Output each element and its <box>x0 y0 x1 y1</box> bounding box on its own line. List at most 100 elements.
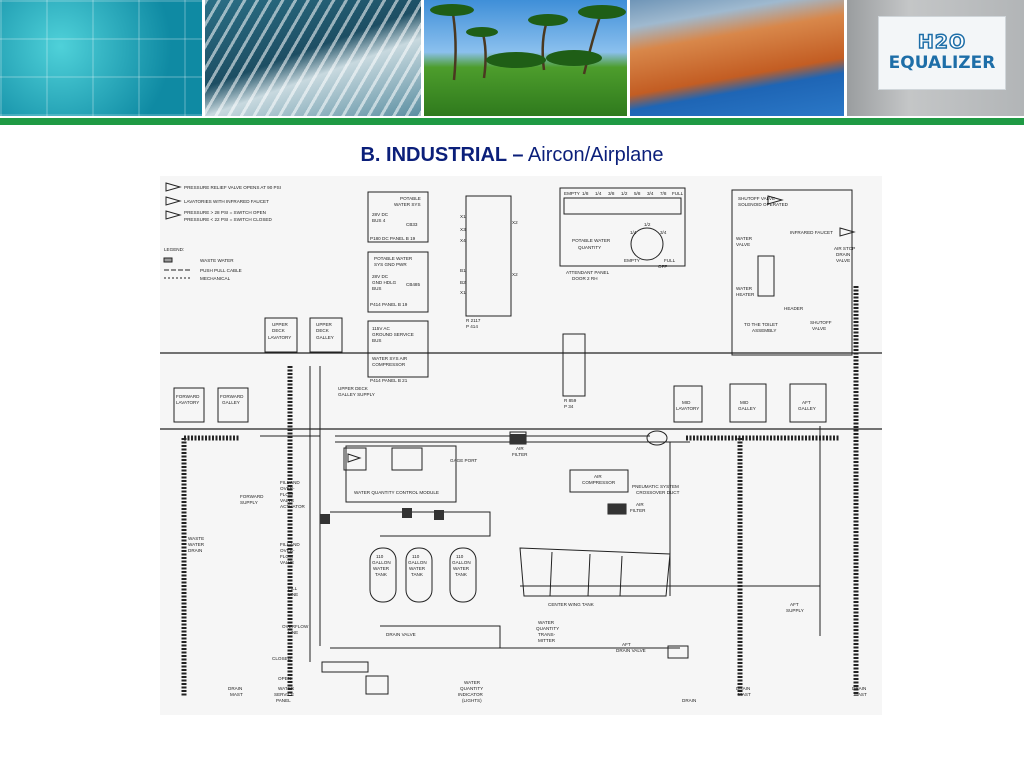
left-label: FILL <box>288 586 298 591</box>
galley-label: GALLEY <box>316 335 334 340</box>
lav-detail-label: DRAIN <box>836 252 850 257</box>
left-label: VALVE <box>280 560 294 565</box>
galley-label: LAVATORY <box>676 406 699 411</box>
lav-detail-label: VALVE <box>736 242 750 247</box>
legend-note-text: PRESSURE RELIEF VALVE OPENS AT 90 PSI <box>184 185 281 190</box>
gauge-panel-label: DOOR 2 RH <box>572 276 598 281</box>
lav-detail-label: HEATER <box>736 292 755 297</box>
panel-label: 28V DC <box>372 274 389 279</box>
transmitter-label: QUANTITY <box>536 626 559 631</box>
aft-label: AFT <box>622 642 631 647</box>
tank-label: 110 <box>412 554 420 559</box>
left-label: DRAIN <box>188 548 202 553</box>
lav-detail-label: VALVE <box>812 326 826 331</box>
module-label: AIR <box>594 474 602 479</box>
aft-label: DRAIN VALVE <box>616 648 646 653</box>
h2o-equalizer-logo: H2O EQUALIZER <box>878 16 1006 90</box>
panel-label: WATER SYS AIR <box>372 356 408 361</box>
galley-label: LAVATORY <box>176 400 199 405</box>
terminal-label: B1 <box>460 268 466 273</box>
lav-detail-label: AIR STOP <box>834 246 855 251</box>
panel-label: WATER SYS <box>394 202 421 207</box>
panel-label: BUS <box>372 286 381 291</box>
left-label: FLOW <box>280 554 294 559</box>
schematic-svg: PRESSURE RELIEF VALVE OPENS AT 90 PSI LA… <box>160 182 882 703</box>
galley-label: UPPER <box>316 322 333 327</box>
gauge-knob: 3/4 <box>660 230 667 235</box>
mast-label: MAST <box>854 692 867 697</box>
palm-lawn-photo <box>423 0 628 116</box>
gauge-knob: EMPTY <box>624 258 640 263</box>
gauge-knob: OFF <box>658 264 667 269</box>
panel-label: P414 PANEL B 21 <box>370 378 408 383</box>
galley-label: MID <box>682 400 691 405</box>
galley-label: MID <box>740 400 749 405</box>
pool-water-photo <box>0 0 203 116</box>
panel-label: CB33 <box>406 222 418 227</box>
lav-detail-label: HEADER <box>784 306 804 311</box>
supply-label: GALLEY SUPPLY <box>338 392 375 397</box>
left-label: FLOW <box>280 492 294 497</box>
terminal-label: X4 <box>460 238 466 243</box>
gauge-scale: EMPTY <box>564 191 580 196</box>
panel-label: BUS <box>372 338 381 343</box>
relay-label: R 859 <box>564 398 577 403</box>
left-label: FILL AND <box>280 542 300 547</box>
terminal-label: X3 <box>460 227 466 232</box>
gauge-knob: FULL <box>664 258 676 263</box>
lav-detail-label: TO THE TOILET <box>744 322 778 327</box>
left-label: VALVE <box>280 498 294 503</box>
tank-label: WATER <box>373 566 390 571</box>
tank-label: GALLON <box>452 560 471 565</box>
terminal-label: B2 <box>460 280 466 285</box>
gauge-scale: 3/4 <box>647 191 654 196</box>
galley-label: FORWARD <box>176 394 200 399</box>
legend-note-text: PRESSURE < 22 PSI = SWITCH CLOSED <box>184 217 272 222</box>
left-label: ACTUATOR <box>280 504 306 509</box>
galley-label: LAVATORY <box>268 335 291 340</box>
panel-label: SYS GND PWR <box>374 262 407 267</box>
relay-label: R 2117 <box>466 318 481 323</box>
terminal-label: X2 <box>512 272 518 277</box>
left-label: DRAIN VALVE <box>386 632 416 637</box>
mast-label: DRAIN <box>736 686 750 691</box>
gauge-scale: 7/8 <box>660 191 667 196</box>
tank-label: TANK <box>375 572 388 577</box>
module-label: AIR <box>636 502 644 507</box>
galley-label: DECK <box>272 328 286 333</box>
lav-detail-label: WATER <box>736 236 753 241</box>
gauge-label: POTABLE WATER <box>572 238 611 243</box>
panel-label: 28V DC <box>372 212 389 217</box>
relay-label: P 414 <box>466 324 478 329</box>
module-label: CROSSOVER DUCT <box>636 490 680 495</box>
relay-label: P 34 <box>564 404 574 409</box>
galley-label: UPPER <box>272 322 289 327</box>
lav-detail-label: VALVE <box>836 258 850 263</box>
tank-label: GALLON <box>372 560 391 565</box>
galley-label: GALLEY <box>222 400 240 405</box>
mast-label: MAST <box>738 692 751 697</box>
bottom-label: WATER <box>278 686 295 691</box>
logo-h2o-text: H2O <box>917 31 967 53</box>
gauge-scale: FULL <box>672 191 684 196</box>
left-label: OVER- <box>280 548 295 553</box>
panel-label: GROUND SERVICE <box>372 332 414 337</box>
panel-label: COMPRESSOR <box>372 362 406 367</box>
galley-label: GALLEY <box>798 406 816 411</box>
supply-label: UPPER DECK <box>338 386 369 391</box>
wetland-photo <box>630 0 844 116</box>
transmitter-label: WATER <box>538 620 555 625</box>
waterfall-photo <box>205 0 421 116</box>
logo-equalizer-text: EQUALIZER <box>888 53 996 73</box>
gauge-panel-label: ATTENDANT PANEL <box>566 270 610 275</box>
bottom-label: (LIGHTS) <box>462 698 482 703</box>
bottom-label: WATER <box>464 680 481 685</box>
lav-detail-label: INFRARED FAUCET <box>790 230 833 235</box>
title-regular: Aircon/Airplane <box>527 144 664 166</box>
galley-label: FORWARD <box>220 394 244 399</box>
aft-label: SUPPLY <box>786 608 804 613</box>
module-label: GAGE PORT <box>450 458 477 463</box>
bottom-label: QUANTITY <box>460 686 483 691</box>
left-label: FILL AND <box>280 480 300 485</box>
left-label: OVER- <box>280 486 295 491</box>
